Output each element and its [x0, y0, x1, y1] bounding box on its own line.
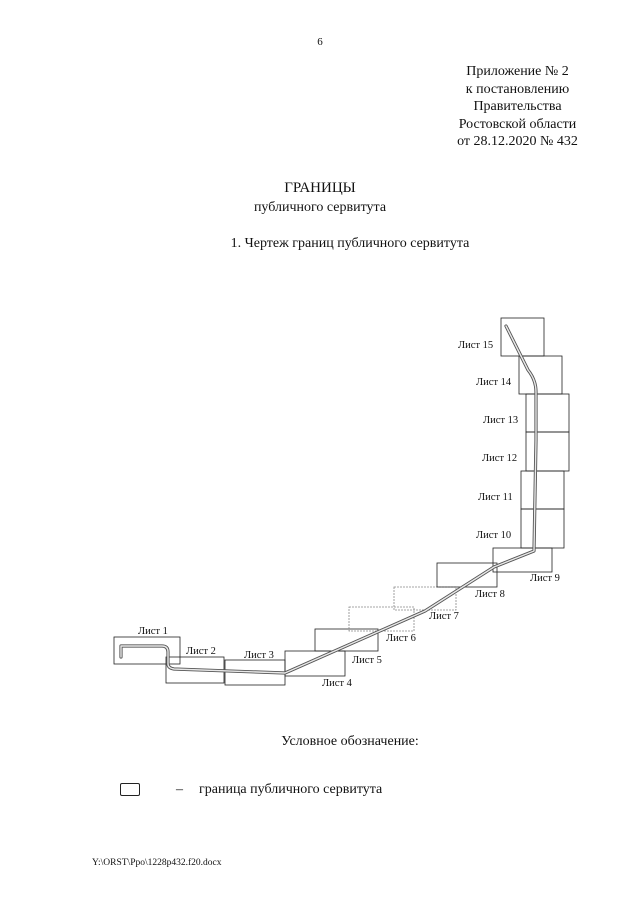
sheet-label-13: Лист 13	[483, 415, 518, 426]
legend-dash: –	[176, 782, 183, 797]
sheet-label-7: Лист 7	[429, 611, 459, 622]
sheet-frame-9	[492, 547, 553, 573]
legend-item-text: граница публичного сервитута	[199, 782, 383, 797]
sheet-frame-15	[500, 317, 545, 357]
sheet-label-14: Лист 14	[476, 377, 512, 388]
drawing-caption: 1. Чертеж границ публичного сервитута	[230, 236, 470, 251]
page-number: 6	[317, 36, 323, 48]
sheet-label-6: Лист 6	[386, 633, 416, 644]
sheet-label-12: Лист 12	[482, 453, 517, 464]
sheet-label-4: Лист 4	[322, 678, 353, 689]
sheet-frame-10	[520, 508, 565, 549]
sheet-label-8: Лист 8	[475, 589, 505, 600]
sheet-label-11: Лист 11	[478, 492, 513, 503]
sheet-frame-8	[436, 562, 498, 588]
sheet-label-5: Лист 5	[352, 655, 382, 666]
sheet-frame-5	[314, 628, 379, 652]
sheet-frame-11	[520, 470, 565, 510]
rounded-rectangle-outline-icon	[120, 783, 140, 796]
sheet-label-1: Лист 1	[138, 626, 168, 637]
appendix-line: от 28.12.2020 № 432	[457, 134, 578, 149]
sheet-frame-13	[525, 393, 570, 433]
legend-title: Условное обозначение:	[281, 734, 419, 749]
sheet-frame-12	[525, 431, 570, 472]
sheet-label-9: Лист 9	[530, 573, 560, 584]
sheet-label-15: Лист 15	[458, 340, 493, 351]
document-subtitle: публичного сервитута	[253, 200, 387, 215]
appendix-line: к постановлению	[465, 81, 570, 97]
document-title: ГРАНИЦЫ	[284, 180, 356, 196]
sheet-label-2: Лист 2	[186, 646, 216, 657]
footer-file-path: Y:\ORST\Ppo\1228p432.f20.docx	[92, 858, 222, 868]
sheet-frame-1	[113, 636, 181, 665]
sheet-frame-4	[284, 650, 346, 677]
appendix-line: Ростовской области	[458, 116, 577, 132]
sheet-labels: Лист 1 Лист 2 Лист 3 Лист 4 Лист 5 Лист …	[138, 340, 560, 689]
appendix-line: Приложение № 2	[466, 64, 569, 79]
sheet-label-10: Лист 10	[476, 530, 511, 541]
appendix-line: Правительства	[473, 99, 562, 114]
servitude-route	[119, 324, 538, 675]
sheet-label-3: Лист 3	[244, 650, 274, 661]
sheet-frames	[113, 317, 570, 686]
appendix-note: Приложение № 2 к постановлению Правитель…	[430, 63, 605, 151]
